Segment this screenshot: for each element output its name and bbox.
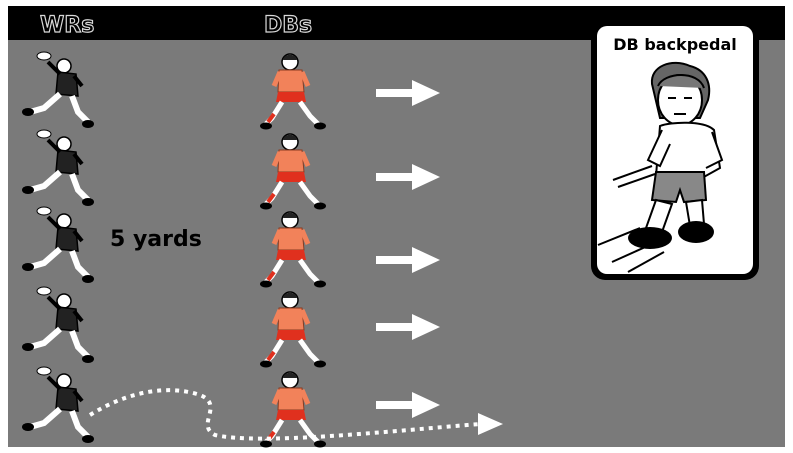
wr-header-label: WRs [40,13,94,38]
distance-label: 5 yards [110,227,202,252]
db-header-label: DBs [264,13,312,38]
backpedal-card: DB backpedal [591,20,759,280]
card-title: DB backpedal [613,35,736,54]
